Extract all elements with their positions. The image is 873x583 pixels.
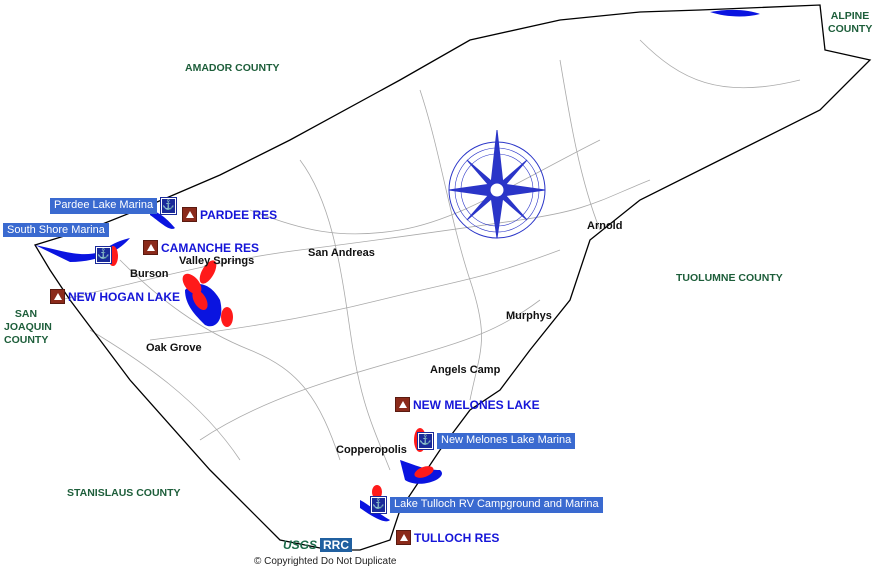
- rrc-logo: RRC: [320, 538, 353, 552]
- marina-south-shore[interactable]: South Shore Marina: [3, 223, 109, 237]
- anchor-icon: ⚓: [160, 197, 178, 215]
- compass-rose-icon: [448, 129, 546, 239]
- campground-icon: [143, 240, 158, 255]
- town-murphys: Murphys: [506, 310, 552, 322]
- town-angels-camp: Angels Camp: [430, 364, 501, 376]
- campground-icon: [395, 397, 410, 412]
- marina-tulloch[interactable]: ⚓Lake Tulloch RV Campground and Marina: [370, 496, 603, 514]
- reservoir-new-melones[interactable]: NEW MELONES LAKE: [395, 397, 540, 412]
- county-label-alpine: ALPINE COUNTY: [828, 10, 873, 35]
- campground-icon: [50, 289, 65, 304]
- marina-label: Lake Tulloch RV Campground and Marina: [390, 497, 603, 513]
- county-boundary: [34, 4, 872, 551]
- town-burson: Burson: [130, 268, 169, 280]
- reservoir-label: NEW MELONES LAKE: [413, 397, 540, 412]
- copyright-notice: © Copyrighted Do Not Duplicate: [254, 556, 397, 567]
- county-label-stanislaus: STANISLAUS COUNTY: [67, 487, 181, 499]
- anchor-icon: ⚓: [95, 246, 112, 264]
- town-oak-grove: Oak Grove: [146, 342, 202, 354]
- anchor-icon: ⚓: [417, 432, 434, 450]
- reservoir-tulloch[interactable]: TULLOCH RES: [396, 530, 499, 545]
- reservoir-label: NEW HOGAN LAKE: [68, 289, 180, 304]
- county-label-amador: AMADOR COUNTY: [185, 62, 280, 74]
- marina-pardee[interactable]: Pardee Lake Marina⚓: [50, 197, 178, 215]
- reservoir-label: CAMANCHE RES: [161, 240, 260, 255]
- usgs-logo: USGS: [283, 538, 318, 552]
- reservoir-pardee[interactable]: PARDEE RES: [182, 207, 277, 222]
- anchor-icon: ⚓: [370, 496, 387, 514]
- reservoir-label: TULLOCH RES: [414, 530, 500, 545]
- town-copperopolis: Copperopolis: [336, 444, 407, 456]
- reservoir-new-hogan[interactable]: NEW HOGAN LAKE: [50, 289, 180, 304]
- marina-label: New Melones Lake Marina: [437, 433, 576, 449]
- county-label-tuolumne: TUOLUMNE COUNTY: [676, 272, 783, 284]
- town-valley-springs: Valley Springs: [179, 255, 255, 267]
- campground-icon: [396, 530, 411, 545]
- marina-new-melones[interactable]: ⚓New Melones Lake Marina: [417, 432, 576, 450]
- county-label-san-joaquin: SAN JOAQUIN COUNTY: [4, 308, 52, 346]
- town-arnold: Arnold: [587, 220, 623, 232]
- reservoir-camanche[interactable]: CAMANCHE RES: [143, 240, 259, 255]
- reservoir-label: PARDEE RES: [200, 207, 278, 222]
- road-network: [59, 39, 801, 471]
- town-san-andreas: San Andreas: [308, 247, 375, 259]
- campground-icon: [182, 207, 197, 222]
- marina-label: South Shore Marina: [3, 223, 109, 237]
- marina-label: Pardee Lake Marina: [50, 198, 158, 214]
